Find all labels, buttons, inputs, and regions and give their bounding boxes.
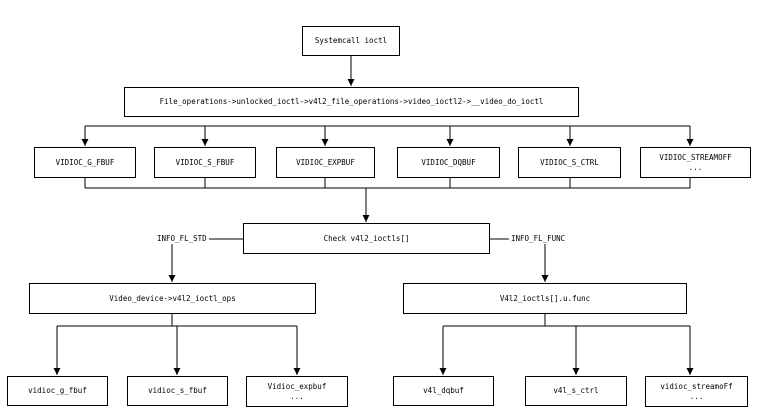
node-vidioc-s-ctrl: VIDIOC_S_CTRL bbox=[518, 147, 621, 178]
edge-label-info-fl-std: INFO_FL_STD bbox=[155, 234, 209, 244]
node-vidioc-streamoff-impl: vidioc_streamoFf ... bbox=[645, 376, 748, 407]
node-check-v4l2-ioctls: Check v4l2_ioctls[] bbox=[243, 223, 490, 254]
node-label: Systemcall ioctl bbox=[314, 36, 388, 45]
node-label: VIDIOC_G_FBUF bbox=[55, 157, 115, 167]
node-label: vidioc_g_fbuf bbox=[28, 386, 87, 395]
node-label: VIDIOC_STREAMOFF bbox=[659, 152, 732, 162]
node-vidioc-expbuf-impl: Vidioc_expbuf ... bbox=[246, 376, 348, 407]
node-vidioc-s-fbuf: VIDIOC_S_FBUF bbox=[154, 147, 256, 178]
node-label: V4l2_ioctls[].u.func bbox=[499, 293, 591, 303]
node-vidioc-expbuf: VIDIOC_EXPBUF bbox=[276, 147, 375, 178]
node-label: v4l_s_ctrl bbox=[553, 386, 599, 395]
node-video-device-ops: Video_device->v4l2_ioctl_ops bbox=[29, 283, 316, 314]
node-label: Vidioc_expbuf bbox=[267, 381, 327, 391]
node-label-ellipsis: ... bbox=[688, 162, 703, 172]
node-vidioc-s-fbuf-impl: vidioc_s_fbuf bbox=[127, 376, 228, 406]
node-label: VIDIOC_S_FBUF bbox=[175, 157, 235, 167]
node-label: vidioc_streamoFf bbox=[660, 381, 733, 391]
node-vidioc-streamoff: VIDIOC_STREAMOFF ... bbox=[640, 147, 751, 178]
node-label: VIDIOC_EXPBUF bbox=[296, 157, 355, 167]
node-label: Video_device->v4l2_ioctl_ops bbox=[109, 293, 236, 303]
node-label: vidioc_s_fbuf bbox=[148, 386, 207, 395]
node-vidioc-dqbuf: VIDIOC_DQBUF bbox=[397, 147, 500, 178]
node-v4l2-ioctls-func: V4l2_ioctls[].u.func bbox=[403, 283, 687, 314]
edge-label-info-fl-func: INFO_FL_FUNC bbox=[509, 234, 568, 244]
node-label-ellipsis: ... bbox=[689, 391, 704, 401]
node-label: VIDIOC_S_CTRL bbox=[540, 157, 599, 167]
node-label: v4l_dqbuf bbox=[423, 386, 464, 395]
node-v4l-s-ctrl: v4l_s_ctrl bbox=[525, 376, 627, 406]
node-file-operations-chain: File_operations->unlocked_ioctl->v4l2_fi… bbox=[124, 87, 579, 117]
node-v4l-dqbuf: v4l_dqbuf bbox=[393, 376, 494, 406]
node-vidioc-g-fbuf-impl: vidioc_g_fbuf bbox=[7, 376, 108, 406]
node-label: Check v4l2_ioctls[] bbox=[323, 233, 410, 243]
node-label: VIDIOC_DQBUF bbox=[421, 157, 476, 167]
node-label-ellipsis: ... bbox=[290, 391, 304, 401]
node-label: File_operations->unlocked_ioctl->v4l2_fi… bbox=[159, 97, 544, 106]
node-systemcall-ioctl: Systemcall ioctl bbox=[302, 26, 400, 56]
node-vidioc-g-fbuf: VIDIOC_G_FBUF bbox=[34, 147, 136, 178]
